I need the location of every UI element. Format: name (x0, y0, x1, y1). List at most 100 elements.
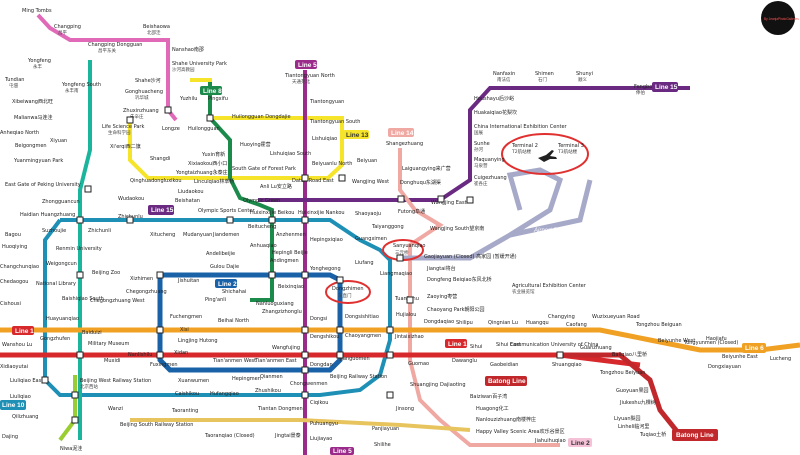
station-weigongcun[interactable]: Weigongcun (46, 261, 77, 267)
station-wudaokou[interactable]: Wudaokou (118, 196, 144, 202)
station-nanshao[interactable]: Nanshao南邵 (172, 46, 204, 53)
station-tiananmen-east[interactable]: Tian'anmen East (254, 358, 297, 364)
station-shimen[interactable]: Shimen (535, 71, 554, 77)
station-sihui[interactable]: Sihui (470, 344, 482, 350)
station-guangximen[interactable]: Guangximen (355, 236, 387, 242)
station-yonghegong[interactable]: Yonghegong (309, 266, 341, 272)
station-maquanying[interactable]: Maquanying (474, 157, 505, 163)
station-intl-exhibition[interactable]: China International Exhibition Center (474, 124, 568, 130)
station-jingtai[interactable]: Jingtai景泰 (274, 432, 301, 439)
station-shilihe[interactable]: Shilihe (374, 442, 391, 448)
station-happy-valley[interactable]: Happy Valley Scenic Area欢乐谷景区 (476, 428, 565, 435)
station-beitucheng[interactable]: Beitucheng (248, 224, 276, 230)
station-olympic-green[interactable]: Olympic Green (243, 198, 280, 204)
station-beishatan[interactable]: Beishatan (175, 198, 200, 204)
station-chaoyang-park[interactable]: Chaoyang Park朝阳公园 (427, 306, 485, 313)
station-wuzixueyuan[interactable]: Wuzixueyuan Road (592, 314, 640, 320)
station-liudaokou[interactable]: Liudaokou (178, 189, 204, 195)
station-wangjing-south[interactable]: Wangjing South望京南 (430, 225, 484, 232)
station-mudanyuan[interactable]: Mudanyuan (183, 232, 212, 238)
station-dengshikou[interactable]: Dengshikou (310, 334, 339, 340)
station-shahe[interactable]: Shahe沙河 (135, 77, 161, 84)
station-dawanglu[interactable]: Dawanglu (452, 358, 477, 364)
station-zhongguancun[interactable]: Zhongguancun (42, 199, 80, 205)
station-shichahai[interactable]: Shichahai (222, 289, 246, 295)
station-chaoyangmen[interactable]: Chaoyangmen (345, 333, 381, 339)
station-tundian[interactable]: Tundian (4, 77, 24, 83)
station-lingjinghutong[interactable]: Lingjing Hutong (178, 338, 218, 344)
station-xisi[interactable]: Xisi (180, 327, 189, 333)
station-guoyuan[interactable]: Guoyuan果园 (616, 388, 648, 394)
station-pku-east[interactable]: East Gate of Peking University (5, 182, 81, 188)
station-taiyanggong[interactable]: Taiyanggong (371, 224, 404, 230)
station-longze[interactable]: Longze (162, 126, 180, 132)
station-beiyunhe-west[interactable]: Beiyunhe West (658, 338, 695, 344)
station-bagou[interactable]: Bagou (5, 232, 21, 238)
station-pinganli[interactable]: Ping'anli (205, 297, 226, 303)
station-xixiaokou[interactable]: Xixiaokou西小口 (188, 160, 227, 167)
station-laiguangying[interactable]: Laiguangying来广营 (402, 165, 451, 172)
station-nanfaxin[interactable]: Nanfaxin (493, 71, 515, 77)
station-lishuiqiao[interactable]: Lishuiqiao (312, 136, 337, 142)
station-hepingxiqiao[interactable]: Hepingxiqiao (310, 237, 343, 243)
station-tuanjiehu[interactable]: Tuanjiehu (394, 296, 419, 302)
station-tuqiao[interactable]: Tuqiao土桥 (639, 431, 666, 438)
station-zhushikou[interactable]: Zhushikou (255, 388, 281, 394)
station-dajiaoting[interactable]: Dajiaoting (440, 382, 466, 388)
station-ciqikou[interactable]: Ciqikou (310, 400, 328, 406)
station-fuchengmen[interactable]: Fuchengmen (170, 314, 202, 320)
station-beijing-zoo[interactable]: Beijing Zoo (92, 270, 120, 276)
station-wangjing-east[interactable]: Wangjing East (431, 200, 467, 206)
station-renmin-univ[interactable]: Renmin University (56, 246, 102, 252)
station-tongzhou-beiguan[interactable]: Tongzhou Beiguan (635, 322, 682, 328)
station-andelibeijie[interactable]: Andelibeijie (206, 251, 235, 257)
station-liufang[interactable]: Liufang (355, 260, 374, 266)
station-caofang[interactable]: Caofang (566, 322, 587, 328)
station-yongfeng[interactable]: Yongfeng (27, 58, 51, 64)
station-shuangjing[interactable]: Shuangjing (410, 382, 438, 388)
station-xizhimen[interactable]: Xizhimen (130, 276, 153, 282)
station-huangqu[interactable]: Huangqu (526, 320, 549, 326)
station-liuliqiao-east[interactable]: Liuliqiao East (10, 378, 43, 384)
station-qingnianlu[interactable]: Qingnian Lu (488, 320, 518, 326)
station-huilongguan-dongdajie[interactable]: Huilongguan Dongdajie (232, 114, 291, 120)
station-beijing-railway[interactable]: Beijing Railway Station (330, 374, 387, 380)
station-huilongguan[interactable]: Huilongguan (188, 126, 220, 132)
station-huayuanqiao[interactable]: Huayuanqiao (46, 316, 79, 322)
station-anhuaqiao[interactable]: Anhuaqiao (250, 243, 277, 249)
station-wangjing-west[interactable]: Wangjing West (352, 179, 389, 185)
station-jishuitan[interactable]: Jishuitan (177, 278, 199, 284)
station-sunhe[interactable]: Sunhe (474, 141, 490, 147)
station-andingmen[interactable]: Andingmen (270, 258, 299, 264)
station-tiantongyuan-north[interactable]: Tiantongyuan North (284, 73, 335, 79)
station-xiyuan[interactable]: Xiyuan (50, 138, 67, 144)
station-panjiayuan[interactable]: Panjiayuan (372, 426, 399, 432)
station-futong[interactable]: Futong阜通 (398, 208, 425, 215)
station-anlilu[interactable]: Anli Lu安立路 (260, 183, 292, 190)
station-tiananmen-west[interactable]: Tian'anmen West (212, 358, 256, 364)
station-tiantan-east[interactable]: Tiantan Dongmen (257, 406, 303, 412)
station-terminal3[interactable]: Terminal 3 (557, 143, 584, 149)
station-shahe-univ[interactable]: Shahe University Park (172, 61, 227, 67)
station-hufangqiao[interactable]: Hufangqiao (210, 391, 239, 397)
station-huoqiying[interactable]: Huoqiying (2, 244, 27, 250)
station-zhangzizhonglu[interactable]: Zhangzizhonglu (262, 309, 302, 315)
station-changchunqiao[interactable]: Changchunqiao (0, 264, 39, 270)
station-shuangqiao[interactable]: Shuangqiao (552, 362, 582, 368)
station-agricultural[interactable]: Agricultural Exhibition Center (512, 283, 587, 289)
station-gongzhufen[interactable]: Gongzhufen (40, 336, 70, 342)
station-chongwenmen[interactable]: Chongwenmen (290, 381, 328, 387)
station-jiangtai[interactable]: Jiangtai将台 (426, 265, 456, 272)
station-baliqiao[interactable]: Baliqiao八里桥 (612, 351, 647, 358)
station-beiyuan[interactable]: Beiyuan (357, 158, 377, 164)
station-beiyunhe-east[interactable]: Beiyunhe East (722, 354, 758, 360)
station-dongxiayuan[interactable]: Dongxiayuan (708, 364, 741, 370)
station-changping-dongguan[interactable]: Changping Dongguan (88, 42, 142, 48)
station-xierqi[interactable]: Xi'erqi西二旗 (110, 143, 141, 150)
station-nanlishilu[interactable]: Nanlishilu (128, 352, 152, 358)
station-xidiaoyutai[interactable]: Xidiaoyutai (0, 364, 28, 370)
station-gonghuacheng[interactable]: Gonghuacheng (125, 89, 163, 95)
station-taoranting[interactable]: Taoranting (171, 408, 198, 414)
station-malianwa[interactable]: Malianwa马连洼 (14, 114, 53, 121)
station-guanzhuang[interactable]: Guanzhuang (580, 345, 612, 351)
